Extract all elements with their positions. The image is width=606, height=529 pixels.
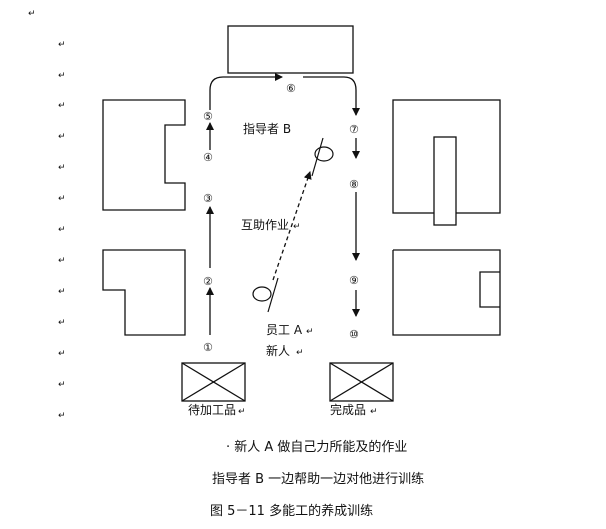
return-mark: ↵ [58,349,66,359]
return-mark: ↵ [58,132,66,142]
station-8: ⑧ [349,178,359,191]
return-mark: ↵ [293,222,301,232]
finished-goods-box [329,362,394,402]
return-mark: ↵ [58,71,66,81]
return-mark: ↵ [296,348,304,358]
label-waiting-goods: 待加工品 [188,403,236,417]
station-10: ⑩ [349,328,359,341]
flow-arrows [206,73,360,335]
return-mark: ↵ [58,411,66,421]
station-numbers: ① ② ③ ④ ⑤ ⑥ ⑦ ⑧ ⑨ ⑩ [203,82,359,354]
machines [102,25,501,336]
return-mark: ↵ [58,225,66,235]
return-mark: ↵ [58,101,66,111]
waiting-goods-box [181,362,246,402]
caption-line-2: 指导者 B 一边帮助一边对他进行训练 [212,472,424,487]
label-newcomer: 新人 [266,343,290,358]
return-mark: ↵ [58,256,66,266]
machine-lower-left [102,249,186,336]
machine-top [227,25,354,74]
station-7: ⑦ [349,123,359,136]
label-cooperate: 互助作业 [241,218,289,232]
cooperation-arrow [272,171,312,281]
return-mark: ↵ [370,407,378,417]
person-b-icon [311,137,334,177]
diagram-labels: 指导者 B 互助作业 ↵ 员工 A ↵ 新人 ↵ 待加工品 ↵ 完成品 ↵ [188,121,378,417]
station-3: ③ [203,192,213,205]
station-5: ⑤ [203,110,213,123]
machine-upper-right-insert [433,136,457,226]
station-6: ⑥ [286,82,296,95]
return-mark: ↵ [58,194,66,204]
station-2: ② [203,275,213,288]
flow-arrow-5-6 [209,73,283,110]
goods-boxes [181,362,394,402]
flow-arrow-6-7 [303,76,360,116]
caption-line-1: · 新人 A 做自己力所能及的作业 [226,439,407,455]
label-worker-a: 员工 A [266,323,303,337]
captions: · 新人 A 做自己力所能及的作业 指导者 B 一边帮助一边对他进行训练 图 5… [210,439,424,519]
machine-lower-right [392,249,501,336]
return-mark: ↵ [28,9,36,19]
return-marks: ↵ ↵ ↵ ↵ ↵ ↵ ↵ ↵ ↵ ↵ ↵ ↵ ↵ ↵ [28,9,66,421]
label-finished-goods: 完成品 [330,402,366,417]
station-4: ④ [203,151,213,164]
person-a-icon [252,277,279,313]
return-mark: ↵ [306,327,314,337]
return-mark: ↵ [58,163,66,173]
return-mark: ↵ [58,40,66,50]
return-mark: ↵ [58,287,66,297]
machine-upper-left [102,99,186,211]
return-mark: ↵ [58,318,66,328]
return-mark: ↵ [58,380,66,390]
label-guide-b: 指导者 B [243,121,291,136]
caption-figure-title: 图 5－11 多能工的养成训练 [210,503,373,519]
station-1: ① [203,341,213,354]
return-mark: ↵ [238,407,246,417]
station-9: ⑨ [349,274,359,287]
